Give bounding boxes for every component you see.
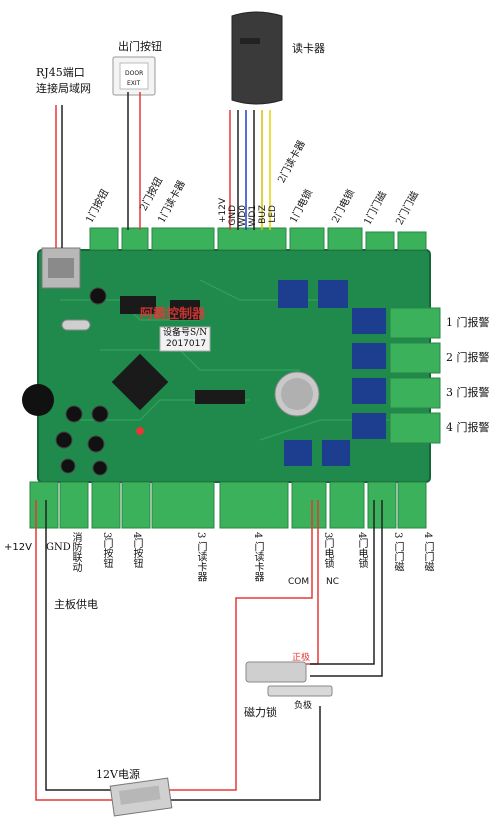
alarm-2-label: 2 门报警 (446, 351, 490, 364)
negative-label: 负极 (294, 701, 313, 711)
psu-label: 12V电源 (96, 768, 140, 781)
alarm-1-label: 1 门报警 (446, 316, 490, 329)
bottom-conn-fire: 消防联动 (70, 532, 81, 572)
card-reader-device (231, 11, 283, 105)
card-reader-label: 读卡器 (292, 42, 325, 55)
sn-sticker (159, 326, 211, 352)
exit-button-plate-text2: EXIT (127, 80, 141, 87)
bottom-conn-sensor3: 3 门门磁 (392, 532, 403, 572)
exit-button-label: 出门按钮 (118, 40, 162, 53)
com-label: COM (288, 577, 310, 587)
brand-watermark: 阿霸控制器 (140, 307, 206, 322)
magnetic-lock (245, 661, 307, 683)
rj45-label-line1: RJ45端口 (36, 66, 85, 79)
bottom-conn-gnd: GND (46, 542, 71, 553)
rj45-label-line2: 连接局域网 (36, 82, 91, 95)
sticker-line1: 设备号S/N (163, 328, 208, 338)
alarm-3-label: 3 门报警 (446, 386, 490, 399)
bottom-conn-btn4: 4门按钮 (131, 532, 142, 569)
sticker-line2: 2017017 (166, 339, 207, 349)
bottom-conn-reader3: 3 门读卡器 (195, 532, 206, 582)
bottom-conn-lock3: 3门电锁 (322, 532, 333, 569)
bottom-conn-reader4: 4 门读卡器 (252, 532, 263, 582)
bottom-conn-btn3: 3门按钮 (101, 532, 112, 569)
maglock-label: 磁力锁 (244, 706, 277, 719)
reader-wire-led: LED (268, 205, 278, 223)
main-power-label: 主板供电 (54, 598, 98, 611)
buzzer (22, 384, 54, 416)
bottom-conn-12v: +12V (4, 542, 32, 553)
alarm-4-label: 4 门报警 (446, 421, 490, 434)
bottom-conn-sensor4: 4 门门磁 (422, 532, 433, 572)
positive-label: 正极 (292, 653, 311, 663)
exit-button-plate-text1: DOOR (125, 70, 144, 77)
bottom-conn-lock4: 4门电锁 (356, 532, 367, 569)
nc-label: NC (326, 577, 340, 587)
